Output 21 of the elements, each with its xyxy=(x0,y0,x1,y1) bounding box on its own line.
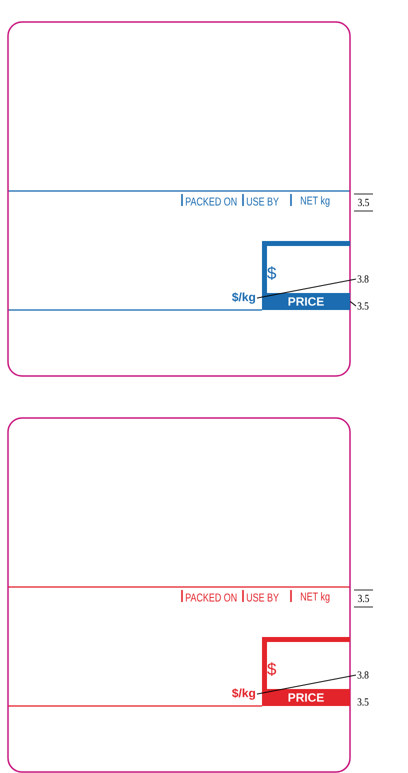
unit-price-text: $/kg xyxy=(232,688,255,700)
dimension-label: 3.5 xyxy=(354,194,374,212)
leader-line xyxy=(350,301,356,306)
leader-line xyxy=(256,278,356,298)
dimension-label: 3.5 xyxy=(358,302,368,310)
field-caption: PACKED ON xyxy=(181,194,236,206)
price-bar: PRICE xyxy=(262,689,350,706)
field-caption: NET kg xyxy=(290,194,330,207)
dimension-label: 3.8 xyxy=(358,275,368,283)
dimension-label: 3.8 xyxy=(358,671,368,679)
price-bar: PRICE xyxy=(262,293,350,310)
unit-price-text: $/kg xyxy=(232,292,255,304)
label-card xyxy=(7,21,351,377)
field-caption: NET kg xyxy=(290,590,330,603)
field-caption: USE BY xyxy=(242,194,279,206)
field-caption: PACKED ON xyxy=(181,590,236,602)
dimension-label: 3.5 xyxy=(358,698,368,706)
dimension-label: 3.5 xyxy=(354,590,374,608)
field-caption: USE BY xyxy=(242,590,279,602)
label-card xyxy=(7,417,351,773)
leader-line xyxy=(256,674,356,694)
